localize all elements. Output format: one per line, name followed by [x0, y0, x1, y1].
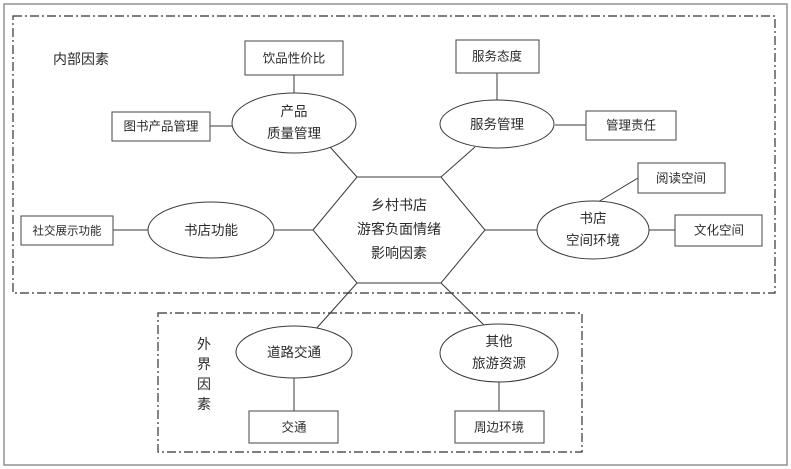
svg-text:游客负面情绪: 游客负面情绪	[357, 221, 441, 238]
node-ellipse-road-traffic[interactable]	[235, 325, 353, 379]
node-ellipse-other-tourism[interactable]	[439, 323, 559, 383]
node-ellipse-product-quality[interactable]	[231, 92, 357, 154]
svg-text:饮品性价比: 饮品性价比	[263, 51, 326, 66]
leaf-surrounding-environment[interactable]: 周边环境	[454, 410, 545, 444]
svg-text:社交展示功能: 社交展示功能	[33, 224, 102, 238]
svg-text:外: 外	[197, 337, 211, 353]
svg-text:其他: 其他	[486, 334, 513, 350]
svg-text:产品: 产品	[281, 104, 308, 120]
svg-text:书店功能: 书店功能	[184, 223, 238, 239]
node-bookstore-function[interactable]: 书店功能	[147, 201, 275, 259]
internal-factors-region	[12, 15, 776, 294]
leaf-box-service-attitude[interactable]	[455, 39, 540, 74]
leaf-box-traffic[interactable]	[248, 410, 339, 444]
svg-text:乡村书店: 乡村书店	[371, 198, 427, 214]
connector-center-road-traffic	[314, 282, 358, 331]
connector-center-service-management	[440, 146, 476, 178]
leaf-service-attitude[interactable]: 服务态度	[455, 39, 540, 74]
leaf-box-beverage[interactable]	[244, 40, 344, 76]
svg-text:阅读空间: 阅读空间	[656, 171, 706, 186]
svg-text:图书产品管理: 图书产品管理	[123, 119, 199, 134]
node-center-topic[interactable]: 乡村书店 游客负面情绪 影响因素	[312, 176, 486, 284]
leaf-management-responsibility[interactable]: 管理责任	[585, 110, 677, 141]
outer-frame	[3, 3, 788, 466]
external-factors-label: 外 界 因 素	[197, 337, 211, 413]
svg-text:素: 素	[197, 397, 211, 413]
svg-text:交通: 交通	[281, 420, 307, 435]
leaf-box-cultural-space[interactable]	[674, 214, 763, 247]
leaf-cultural-space[interactable]: 文化空间	[674, 214, 763, 247]
connector-center-other-tourism	[440, 282, 488, 329]
node-product-quality-management[interactable]: 产品 质量管理	[231, 92, 357, 154]
svg-text:影响因素: 影响因素	[371, 246, 427, 262]
node-ellipse-bookstore-function[interactable]	[147, 201, 275, 259]
node-bookstore-space-environment[interactable]: 书店 空间环境	[536, 200, 650, 260]
svg-text:空间环境: 空间环境	[566, 233, 620, 249]
node-ellipse-service-management[interactable]	[439, 99, 555, 149]
svg-text:服务管理: 服务管理	[470, 117, 524, 133]
svg-text:道路交通: 道路交通	[267, 344, 321, 361]
node-ellipse-space-environment[interactable]	[536, 200, 650, 260]
svg-text:书店: 书店	[580, 211, 607, 227]
external-factors-region	[157, 312, 583, 453]
node-road-traffic[interactable]: 道路交通	[235, 325, 353, 379]
leaf-reading-space[interactable]: 阅读空间	[637, 162, 726, 194]
svg-text:质量管理: 质量管理	[267, 126, 321, 142]
svg-text:界: 界	[197, 357, 211, 373]
svg-text:周边环境: 周边环境	[474, 420, 524, 435]
node-service-management[interactable]: 服务管理	[439, 99, 555, 149]
svg-text:文化空间: 文化空间	[694, 223, 744, 238]
leaf-book-product-management[interactable]: 图书产品管理	[111, 111, 211, 142]
leaf-social-display-function[interactable]: 社交展示功能	[20, 215, 114, 246]
leaf-box-management-responsibility[interactable]	[585, 110, 677, 141]
leaf-box-reading-space[interactable]	[637, 162, 726, 194]
leaf-box-book-management[interactable]	[111, 111, 211, 142]
svg-text:因: 因	[197, 377, 211, 393]
leaf-box-social-display[interactable]	[20, 215, 114, 246]
svg-text:旅游资源: 旅游资源	[472, 356, 526, 372]
svg-text:管理责任: 管理责任	[606, 118, 656, 133]
connector-center-product-quality	[329, 146, 358, 178]
node-other-tourism-resources[interactable]: 其他 旅游资源	[439, 323, 559, 383]
internal-factors-label: 内部因素	[53, 52, 109, 68]
svg-text:服务态度: 服务态度	[472, 49, 523, 64]
leaf-box-surrounding-environment[interactable]	[454, 410, 545, 444]
center-hexagon[interactable]	[312, 176, 486, 284]
leaf-beverage-value-for-money[interactable]: 饮品性价比	[244, 40, 344, 76]
leaf-traffic[interactable]: 交通	[248, 410, 339, 444]
